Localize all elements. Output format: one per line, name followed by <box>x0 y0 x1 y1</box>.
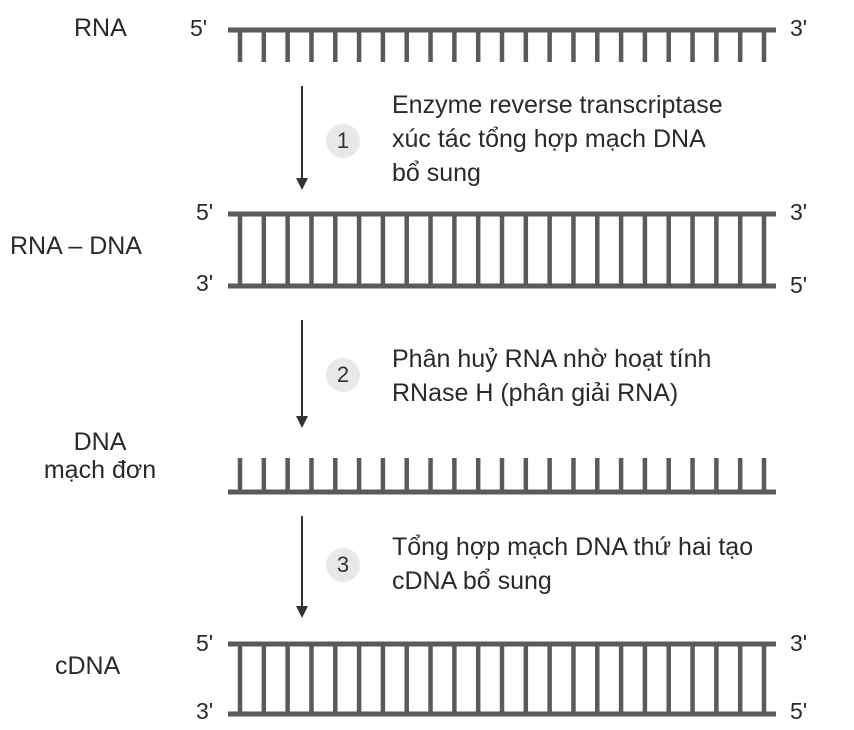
ssdna-label: DNA mạch đơn <box>40 428 160 484</box>
step-1-line-2: xúc tác tổng hợp mạch DNA <box>392 125 706 153</box>
step-3-badge: 3 <box>326 548 360 582</box>
step-1-text: Enzyme reverse transcriptase xúc tác tổn… <box>392 88 723 190</box>
rna-3prime-label: 3' <box>790 15 808 41</box>
arrow-step-3-head <box>296 606 308 618</box>
cdna-top-5prime-label: 5' <box>196 630 214 656</box>
step-2-line-2: RNase H (phân giải RNA) <box>392 379 679 407</box>
step-2-line-1: Phân huỷ RNA nhờ hoạt tính <box>392 345 712 373</box>
hybrid-top-3prime-label: 3' <box>790 199 808 225</box>
hybrid-bottom-5prime-label: 5' <box>790 272 808 298</box>
step-1-badge: 1 <box>326 124 360 158</box>
cdna-bottom-3prime-label: 3' <box>196 698 214 724</box>
ssdna-label-line-1: DNA <box>73 428 127 456</box>
step-3-text: Tổng hợp mạch DNA thứ hai tạo cDNA bổ su… <box>392 530 753 598</box>
hybrid-top-5prime-label: 5' <box>196 199 214 225</box>
step-2-badge: 2 <box>326 358 360 392</box>
hybrid-bottom-3prime-label: 3' <box>196 270 214 296</box>
ssdna-label-line-2: mạch đơn <box>43 456 157 484</box>
step-3-line-2: cDNA bổ sung <box>392 567 552 595</box>
arrow-step-2-head <box>296 416 308 428</box>
step-1-line-3: bổ sung <box>392 159 481 187</box>
step-2-text: Phân huỷ RNA nhờ hoạt tính RNase H (phân… <box>392 342 711 410</box>
cdna-top-3prime-label: 3' <box>790 630 808 656</box>
rna-label: RNA <box>74 14 127 42</box>
step-1-line-1: Enzyme reverse transcriptase <box>392 91 723 119</box>
step-3-line-1: Tổng hợp mạch DNA thứ hai tạo <box>392 533 754 561</box>
arrow-step-1-head <box>296 178 308 190</box>
rna-5prime-label: 5' <box>190 15 208 41</box>
rna-dna-label: RNA – DNA <box>10 232 142 260</box>
cdna-bottom-5prime-label: 5' <box>790 698 808 724</box>
cdna-label: cDNA <box>55 652 121 680</box>
